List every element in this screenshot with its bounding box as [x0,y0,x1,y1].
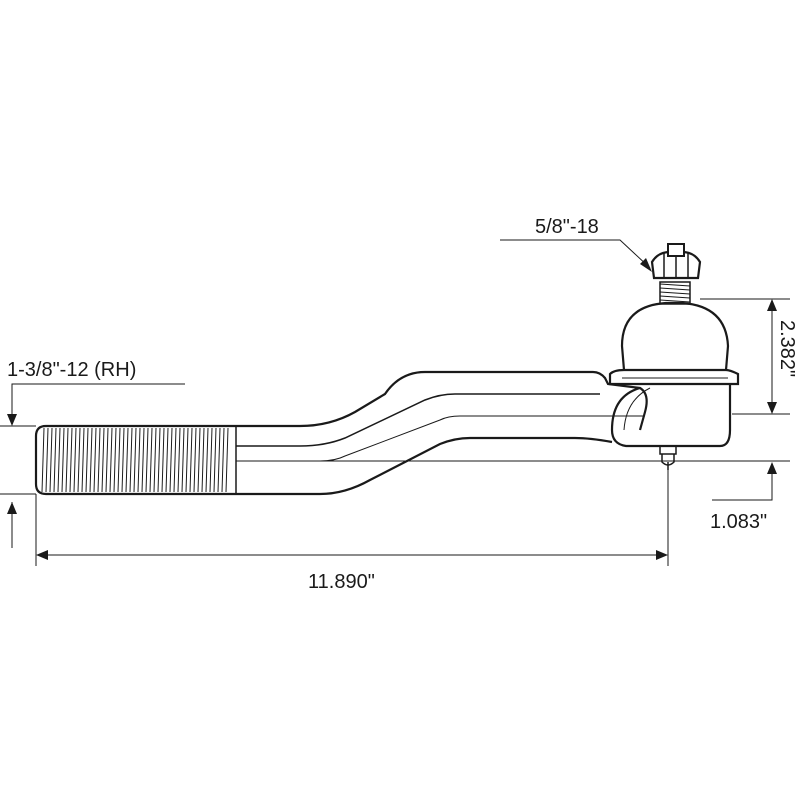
thread-line [225,427,229,493]
thread-line [217,427,221,493]
shank-thread-label: 1-3/8"-12 (RH) [7,359,136,381]
thread-line [133,427,137,493]
thread-line [197,427,201,493]
thread-line [69,427,73,493]
thread-line [81,427,85,493]
length-dimension: 11.890" [36,550,668,593]
offset-dimension: 1.083" [710,462,777,533]
offset-label: 1.083" [710,511,767,533]
thread-line [101,427,105,493]
thread-line [181,427,185,493]
thread-line [61,427,65,493]
thread-line [209,427,213,493]
thread-line [153,427,157,493]
thread-line [117,427,121,493]
thread-line [157,427,161,493]
thread-line [201,427,205,493]
height-label: 2.382" [776,320,798,377]
stud-thread-line [659,299,691,303]
thread-line [53,427,57,493]
tie-rod-arm [236,370,648,496]
thread-line [213,427,217,493]
thread-line [49,427,53,493]
thread-line [137,427,141,493]
thread-line [205,427,209,493]
thread-line [77,427,81,493]
thread-line [85,427,89,493]
shank-thread-callout: 1-3/8"-12 (RH) [7,359,185,548]
thread-line [105,427,109,493]
thread-line [41,427,45,493]
stud-thread-line [659,287,691,291]
stud-thread-line [659,295,691,299]
thread-line [185,427,189,493]
thread-line [113,427,117,493]
stud-thread-label: 5/8"-18 [535,216,599,238]
thread-line [121,427,125,493]
thread-line [193,427,197,493]
thread-line [189,427,193,493]
thread-line [109,427,113,493]
thread-line [57,427,61,493]
thread-line [129,427,133,493]
thread-line [89,427,93,493]
ball-joint-housing [608,301,740,470]
stud-thread-line [659,283,691,287]
thread-line [141,427,145,493]
thread-line [169,427,173,493]
thread-line [149,427,153,493]
thread-line [165,427,169,493]
thread-line [145,427,149,493]
stud-and-nut [650,243,702,305]
thread-line [93,427,97,493]
thread-line [45,427,49,493]
thread-line [177,427,181,493]
thread-line [221,427,225,493]
thread-line [173,427,177,493]
threaded-shank [34,424,237,496]
thread-line [73,427,77,493]
length-label: 11.890" [308,571,375,593]
stud-thread-line [659,291,691,295]
thread-line [125,427,129,493]
reference-lines [0,298,790,566]
thread-line [161,427,165,493]
thread-line [97,427,101,493]
thread-line [65,427,69,493]
stud-thread-callout: 5/8"-18 [500,216,652,272]
height-dimension: 2.382" [767,299,798,414]
